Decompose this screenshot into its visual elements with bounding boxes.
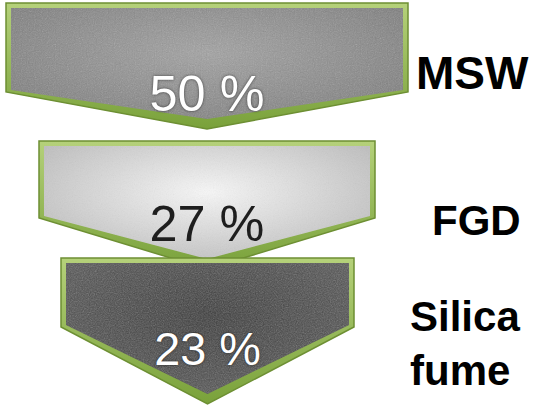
chevron-frame (39, 141, 375, 269)
sample-photo (38, 140, 376, 270)
photo-texture (60, 257, 355, 405)
chevron-node: 23 %Silica fume (60, 257, 355, 405)
chevron-frame (6, 3, 408, 129)
chevron-frame (61, 258, 354, 404)
percentage-value: 27 % (38, 199, 376, 249)
sample-photo (60, 257, 355, 405)
material-label: MSW (416, 44, 552, 104)
material-label: Silica fume (410, 290, 550, 399)
photo-texture (38, 140, 376, 270)
percentage-value: 23 % (60, 326, 355, 373)
percentage-value: 50 % (5, 69, 409, 119)
material-label: FGD (432, 194, 552, 249)
chevron-node: 27 %FGD (38, 140, 376, 270)
chevron-node: 50 %MSW (5, 2, 409, 130)
photo-texture (5, 2, 409, 130)
sample-photo (5, 2, 409, 130)
